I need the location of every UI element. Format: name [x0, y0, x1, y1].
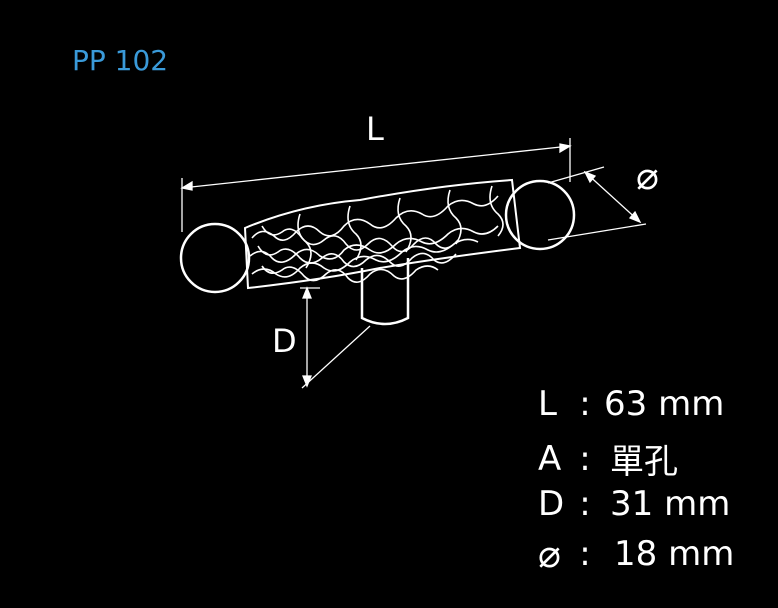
spec-row-diameter: ⌀ : 18 mm [538, 532, 734, 576]
spec-key: L [538, 384, 557, 424]
left-ball [179, 222, 251, 294]
spec-value: 單孔 [610, 442, 678, 482]
post [360, 258, 410, 326]
spec-key: D [538, 484, 565, 524]
spec-colon: : [579, 534, 591, 574]
spec-row-holes: A : 單孔 [538, 434, 678, 483]
spec-key: A [538, 438, 562, 479]
bar-texture [249, 185, 504, 283]
spec-colon: : [579, 384, 591, 424]
spec-value: 31 mm [610, 484, 731, 524]
spec-row-length: L : 63 mm [538, 384, 724, 424]
right-ball [504, 179, 576, 251]
model-number: PP 102 [72, 44, 169, 77]
spec-colon: : [579, 484, 591, 524]
diameter-label: ⌀ [636, 154, 659, 198]
length-label: L [366, 110, 384, 148]
spec-value: 18 mm [614, 534, 735, 574]
length-dimension-line [181, 145, 571, 189]
spec-row-depth: D : 31 mm [538, 484, 730, 524]
diameter-dimension-line [584, 171, 641, 223]
depth-extension-bottom [301, 325, 371, 389]
spec-value: 63 mm [604, 384, 725, 424]
bar-body [243, 178, 522, 290]
diameter-extension-bottom [547, 223, 647, 241]
diameter-extension-top [547, 166, 605, 184]
spec-colon: : [579, 438, 591, 479]
spec-key: ⌀ [538, 532, 561, 576]
depth-label: D [272, 322, 297, 360]
